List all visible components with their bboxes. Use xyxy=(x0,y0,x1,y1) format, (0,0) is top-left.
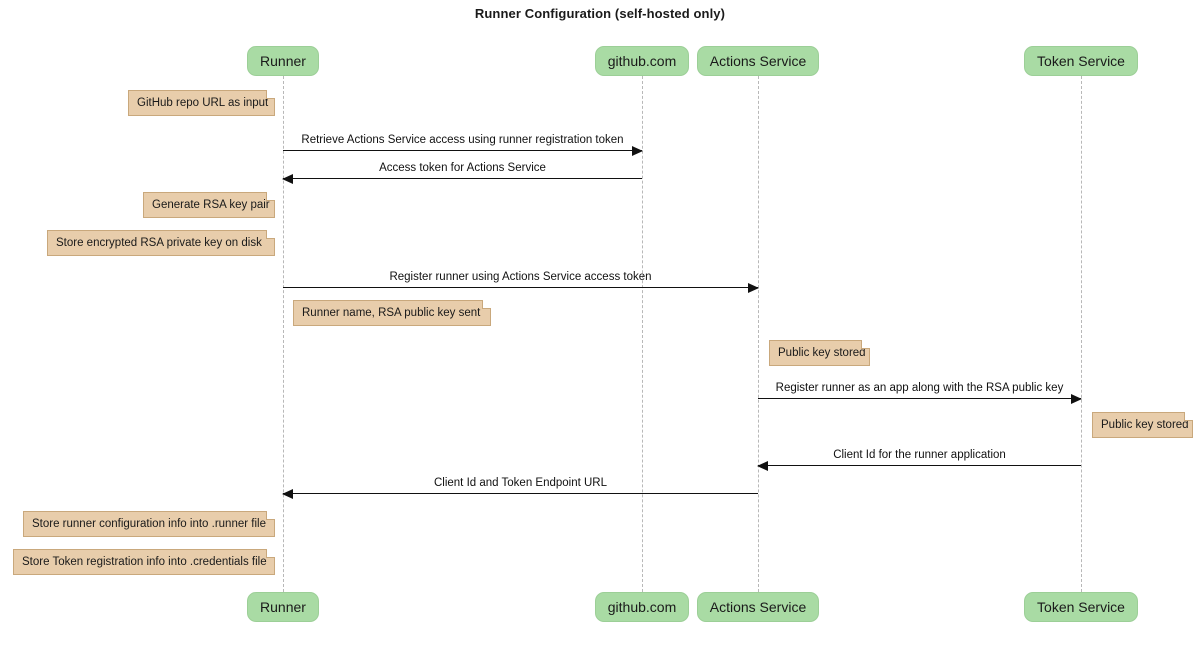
note-6: Public key stored xyxy=(1092,412,1193,438)
lifeline-github xyxy=(642,76,643,592)
message-label-4: Register runner as an app along with the… xyxy=(775,382,1064,394)
message-arrow-4 xyxy=(758,394,1082,404)
participant-top-token[interactable]: Token Service xyxy=(1024,46,1138,76)
participant-top-runner[interactable]: Runner xyxy=(247,46,319,76)
message-arrow-5 xyxy=(757,461,1081,471)
participant-top-actions[interactable]: Actions Service xyxy=(697,46,819,76)
message-label-5: Client Id for the runner application xyxy=(833,449,1006,461)
participant-top-github[interactable]: github.com xyxy=(595,46,689,76)
message-arrow-2 xyxy=(282,174,642,184)
message-label-3: Register runner using Actions Service ac… xyxy=(389,271,652,283)
note-5: Public key stored xyxy=(769,340,870,366)
arrowhead-left-icon xyxy=(282,174,293,184)
arrowhead-left-icon xyxy=(757,461,768,471)
participant-bottom-github[interactable]: github.com xyxy=(595,592,689,622)
arrowhead-right-icon xyxy=(632,146,643,156)
lifeline-runner xyxy=(283,76,284,592)
note-2: Generate RSA key pair xyxy=(143,192,275,218)
note-7: Store runner configuration info into .ru… xyxy=(23,511,275,537)
participant-bottom-token[interactable]: Token Service xyxy=(1024,592,1138,622)
message-label-1: Retrieve Actions Service access using ru… xyxy=(301,134,624,146)
arrowhead-left-icon xyxy=(282,489,293,499)
message-arrow-6 xyxy=(282,489,758,499)
note-1: GitHub repo URL as input xyxy=(128,90,275,116)
page-title: Runner Configuration (self-hosted only) xyxy=(474,6,726,21)
participant-bottom-actions[interactable]: Actions Service xyxy=(697,592,819,622)
lifeline-token xyxy=(1081,76,1082,592)
message-arrow-1 xyxy=(283,146,643,156)
note-8: Store Token registration info into .cred… xyxy=(13,549,275,575)
note-4: Runner name, RSA public key sent xyxy=(293,300,491,326)
arrowhead-right-icon xyxy=(748,283,759,293)
message-label-6: Client Id and Token Endpoint URL xyxy=(433,477,608,489)
message-arrow-3 xyxy=(283,283,759,293)
message-label-2: Access token for Actions Service xyxy=(379,162,546,174)
arrowhead-right-icon xyxy=(1071,394,1082,404)
lifeline-actions xyxy=(758,76,759,592)
note-3: Store encrypted RSA private key on disk xyxy=(47,230,275,256)
participant-bottom-runner[interactable]: Runner xyxy=(247,592,319,622)
